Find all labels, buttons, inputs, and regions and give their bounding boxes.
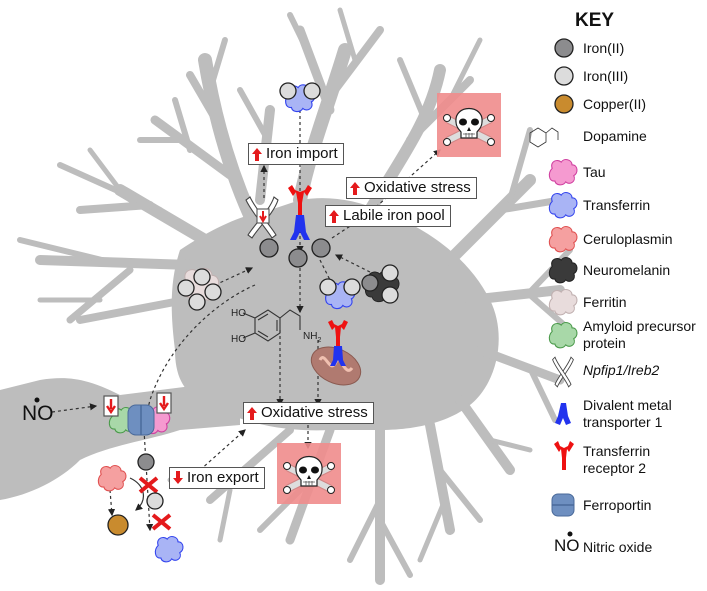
key-icons	[529, 38, 578, 537]
iron-iii-exported	[146, 492, 164, 510]
transferrin-outside	[154, 536, 184, 563]
dna-helix	[245, 196, 279, 239]
key-title: KEY	[575, 10, 615, 31]
key-item-app-line1: Amyloid precursor	[583, 318, 696, 334]
tfr2-icon	[554, 441, 574, 470]
dopamine-nh2: NH2	[303, 331, 321, 344]
key-item-dopamine: Dopamine	[583, 128, 647, 144]
transferrin-icon	[548, 192, 578, 219]
amyloid-precursor-protein-icon	[548, 322, 578, 349]
key-item-nitric-oxide: Nitric oxide	[583, 539, 653, 555]
copper-ii-icon	[554, 94, 574, 114]
label-iron-export: Iron export	[169, 467, 265, 489]
tfr2-dmt1-center	[288, 185, 312, 240]
neuromelanin-icon	[548, 257, 578, 284]
nitric-oxide-label: NO	[22, 402, 54, 425]
label-iron-import: Iron import	[248, 143, 344, 165]
iron-ii-icon	[554, 38, 574, 58]
copper-ii	[107, 514, 129, 536]
ferroportin-complex	[103, 392, 172, 436]
key-item-app-line2: protein	[583, 335, 626, 351]
iron-ii-exported	[137, 453, 155, 471]
ferritin-icon	[548, 289, 578, 316]
ceruloplasmin	[97, 465, 127, 492]
nitric-oxide-radical-dot	[567, 531, 573, 537]
up-arrow-icon	[350, 181, 360, 195]
key-item-dmt1: Divalent metal transporter 1	[583, 397, 672, 431]
dopamine-structure	[242, 309, 301, 342]
key-item-copper-ii: Copper(II)	[583, 96, 647, 112]
nh2-subscript: 2	[317, 337, 322, 344]
key-item-app: Amyloid precursor protein	[583, 318, 696, 352]
key-item-transferrin: Transferrin	[583, 197, 651, 213]
no-radical-dot	[34, 397, 40, 403]
iron-ii-pool-1	[259, 238, 279, 258]
key-item-dmt1-line1: Divalent metal	[583, 397, 672, 413]
key-item-iron-ii: Iron(II)	[583, 40, 625, 56]
label-oxidative-stress-mid-text: Oxidative stress	[261, 404, 368, 421]
dopamine-ho-1: HO	[231, 308, 246, 319]
dopamine-ho-2: HO	[231, 334, 246, 345]
neuron-shape	[0, 7, 573, 585]
neuromelanin-complex	[361, 264, 400, 304]
iron-ii-pool-3	[311, 238, 331, 258]
label-oxidative-stress-top: Oxidative stress	[346, 177, 477, 199]
dopamine-icon	[529, 127, 559, 148]
up-arrow-icon	[329, 209, 339, 223]
ferroportin-icon	[551, 493, 575, 517]
key-nitric-oxide-symbol: NO	[554, 536, 580, 555]
key-item-ferritin: Ferritin	[583, 294, 627, 310]
dmt1-icon	[555, 403, 571, 425]
label-iron-import-text: Iron import	[266, 145, 338, 162]
up-arrow-icon	[247, 406, 257, 420]
label-oxidative-stress-top-text: Oxidative stress	[364, 179, 471, 196]
key-item-dmt1-line2: transporter 1	[583, 414, 663, 430]
ceruloplasmin-icon	[548, 226, 578, 253]
tau-icon	[548, 159, 578, 186]
block-x-2	[151, 513, 172, 531]
label-iron-export-text: Iron export	[187, 469, 259, 486]
up-arrow-icon	[252, 147, 262, 161]
key-item-tfr2-line1: Transferrin	[583, 443, 651, 459]
iron-ii-pool-2	[288, 248, 308, 268]
key-item-iron-iii: Iron(III)	[583, 68, 629, 84]
key-item-ceruloplasmin: Ceruloplasmin	[583, 231, 673, 247]
label-labile-iron-pool-text: Labile iron pool	[343, 207, 445, 224]
label-oxidative-stress-mid: Oxidative stress	[243, 402, 374, 424]
key-item-tfr2-line2: receptor 2	[583, 460, 647, 476]
key-item-neuromelanin: Neuromelanin	[583, 262, 671, 278]
down-arrow-icon	[173, 471, 183, 485]
ferritin-complex	[177, 267, 222, 311]
tfr2-dmt1-mito	[328, 320, 348, 366]
key-item-tfr2: Transferrin receptor 2	[583, 443, 650, 477]
iron-iii-icon	[554, 66, 574, 86]
block-x-1	[138, 476, 159, 494]
key-item-ferroportin: Ferroportin	[583, 497, 652, 513]
nh-text: NH	[303, 331, 318, 342]
pathway-arrows	[51, 110, 441, 532]
dna-helix-icon	[552, 356, 574, 388]
key-item-npfip1-ireb2: Npfip1/Ireb2	[583, 362, 660, 378]
label-labile-iron-pool: Labile iron pool	[325, 205, 451, 227]
key-item-tau: Tau	[583, 164, 606, 180]
